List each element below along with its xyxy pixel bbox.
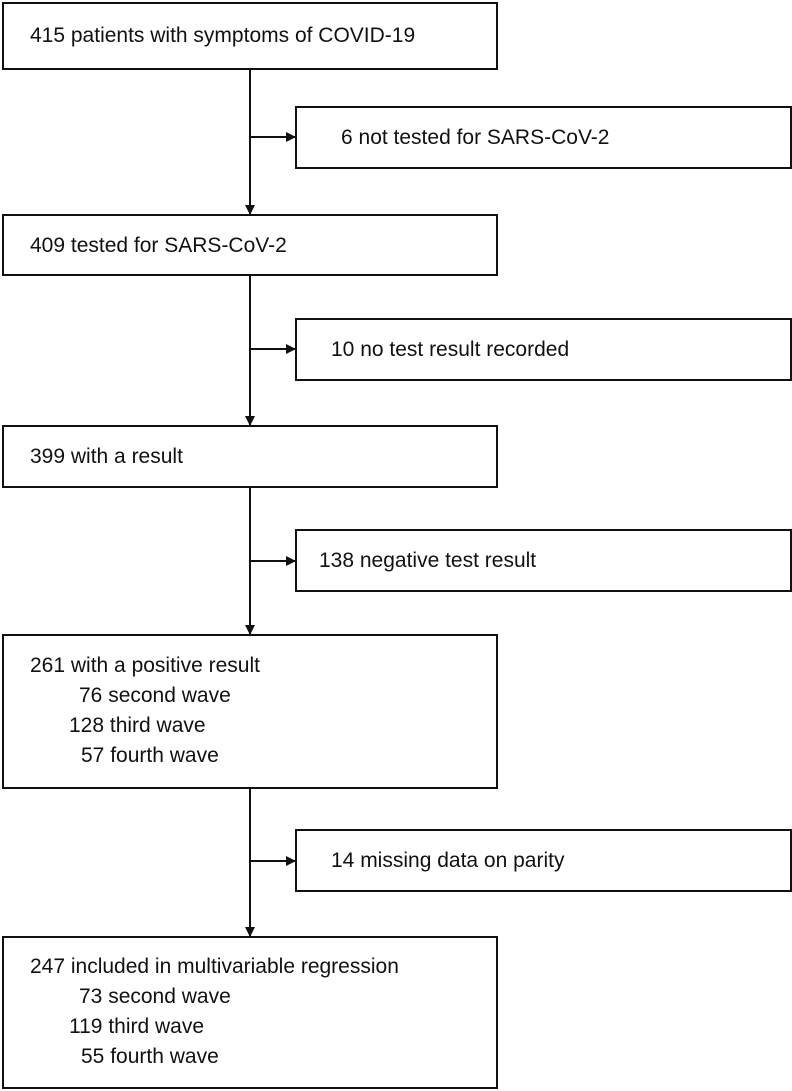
step-box-symptoms: 415 patients with symptoms of COVID-19: [2, 2, 498, 70]
exclusion-box-no-result: 10 no test result recorded: [295, 318, 792, 381]
step-box-regression: 247 included in multivariable regression…: [2, 936, 498, 1089]
step-box-tested: 409 tested for SARS-CoV-2: [2, 214, 498, 276]
step-subtext: 55 fourth wave: [81, 1045, 219, 1068]
exclusion-box-negative: 138 negative test result: [295, 529, 792, 592]
exclusion-text: 6 not tested for SARS-CoV-2: [341, 126, 610, 149]
step-text: 261 with a positive result: [30, 654, 260, 677]
exclusion-text: 14 missing data on parity: [331, 849, 565, 872]
step-text: 399 with a result: [30, 445, 183, 468]
step-text: 415 patients with symptoms of COVID-19: [30, 24, 416, 47]
exclusion-text: 138 negative test result: [319, 549, 537, 572]
exclusion-box-missing-parity: 14 missing data on parity: [295, 829, 792, 892]
step-box-with-result: 399 with a result: [2, 425, 498, 488]
step-subtext: 73 second wave: [79, 985, 231, 1008]
step-text: 409 tested for SARS-CoV-2: [30, 234, 287, 257]
exclusion-box-not-tested: 6 not tested for SARS-CoV-2: [295, 106, 792, 169]
step-text: 247 included in multivariable regression: [30, 955, 399, 978]
exclusion-text: 10 no test result recorded: [331, 338, 570, 361]
step-box-positive: 261 with a positive result 76 second wav…: [2, 634, 498, 789]
step-subtext: 119 third wave: [69, 1015, 205, 1038]
step-subtext: 76 second wave: [79, 684, 231, 707]
step-subtext: 57 fourth wave: [81, 744, 219, 767]
step-subtext: 128 third wave: [69, 714, 206, 737]
